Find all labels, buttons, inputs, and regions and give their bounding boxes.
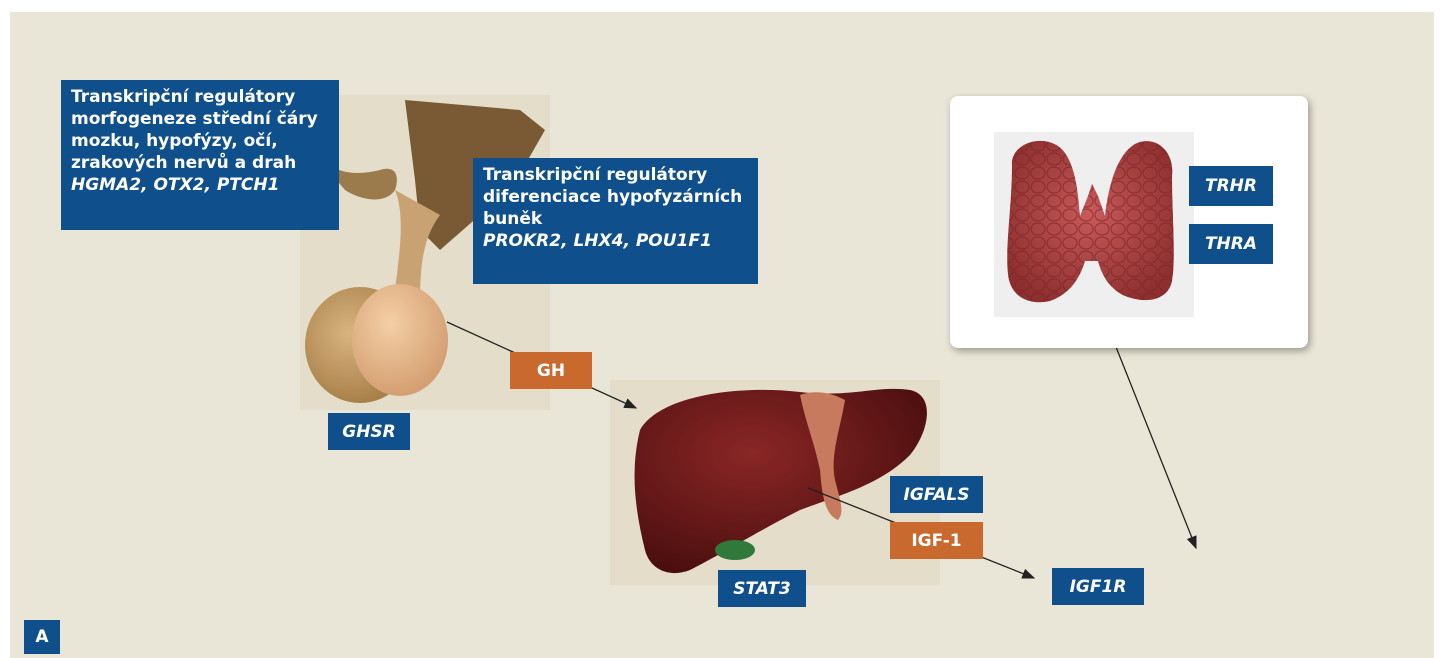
igf1-label: IGF-1 bbox=[890, 522, 983, 559]
midline-box-line-4: zrakových nervů a drah bbox=[71, 152, 329, 174]
midline-box-genes: HGMA2, OTX2, PTCH1 bbox=[71, 174, 329, 196]
pituitary-box-line-2: diferenciace hypofyzárních bbox=[483, 186, 748, 208]
stat3-label: STAT3 bbox=[718, 570, 806, 607]
igf1r-label: IGF1R bbox=[1052, 568, 1144, 605]
thyroid-arrow bbox=[1116, 347, 1196, 548]
midline-box-line-2: morfogeneze střední čáry bbox=[71, 108, 329, 130]
pituitary-box-line-3: buněk bbox=[483, 208, 748, 230]
gh-label: GH bbox=[510, 352, 592, 389]
midline-box-line-1: Transkripční regulátory bbox=[71, 86, 329, 108]
thra-label: THRA bbox=[1189, 224, 1273, 264]
pituitary-box-genes: PROKR2, LHX4, POU1F1 bbox=[483, 230, 748, 252]
pituitary-regulators-box: Transkripční regulátory diferenciace hyp… bbox=[473, 158, 758, 284]
ghsr-label: GHSR bbox=[328, 413, 410, 450]
thyroid-illustration bbox=[950, 96, 1308, 348]
trhr-label: TRHR bbox=[1189, 166, 1273, 206]
igfals-label: IGFALS bbox=[890, 476, 983, 513]
panel-letter-badge: A bbox=[24, 620, 60, 654]
midline-regulators-box: Transkripční regulátory morfogeneze stře… bbox=[61, 80, 339, 230]
thyroid-card bbox=[950, 96, 1308, 348]
midline-box-line-3: mozku, hypofýzy, očí, bbox=[71, 130, 329, 152]
pituitary-box-line-1: Transkripční regulátory bbox=[483, 164, 748, 186]
